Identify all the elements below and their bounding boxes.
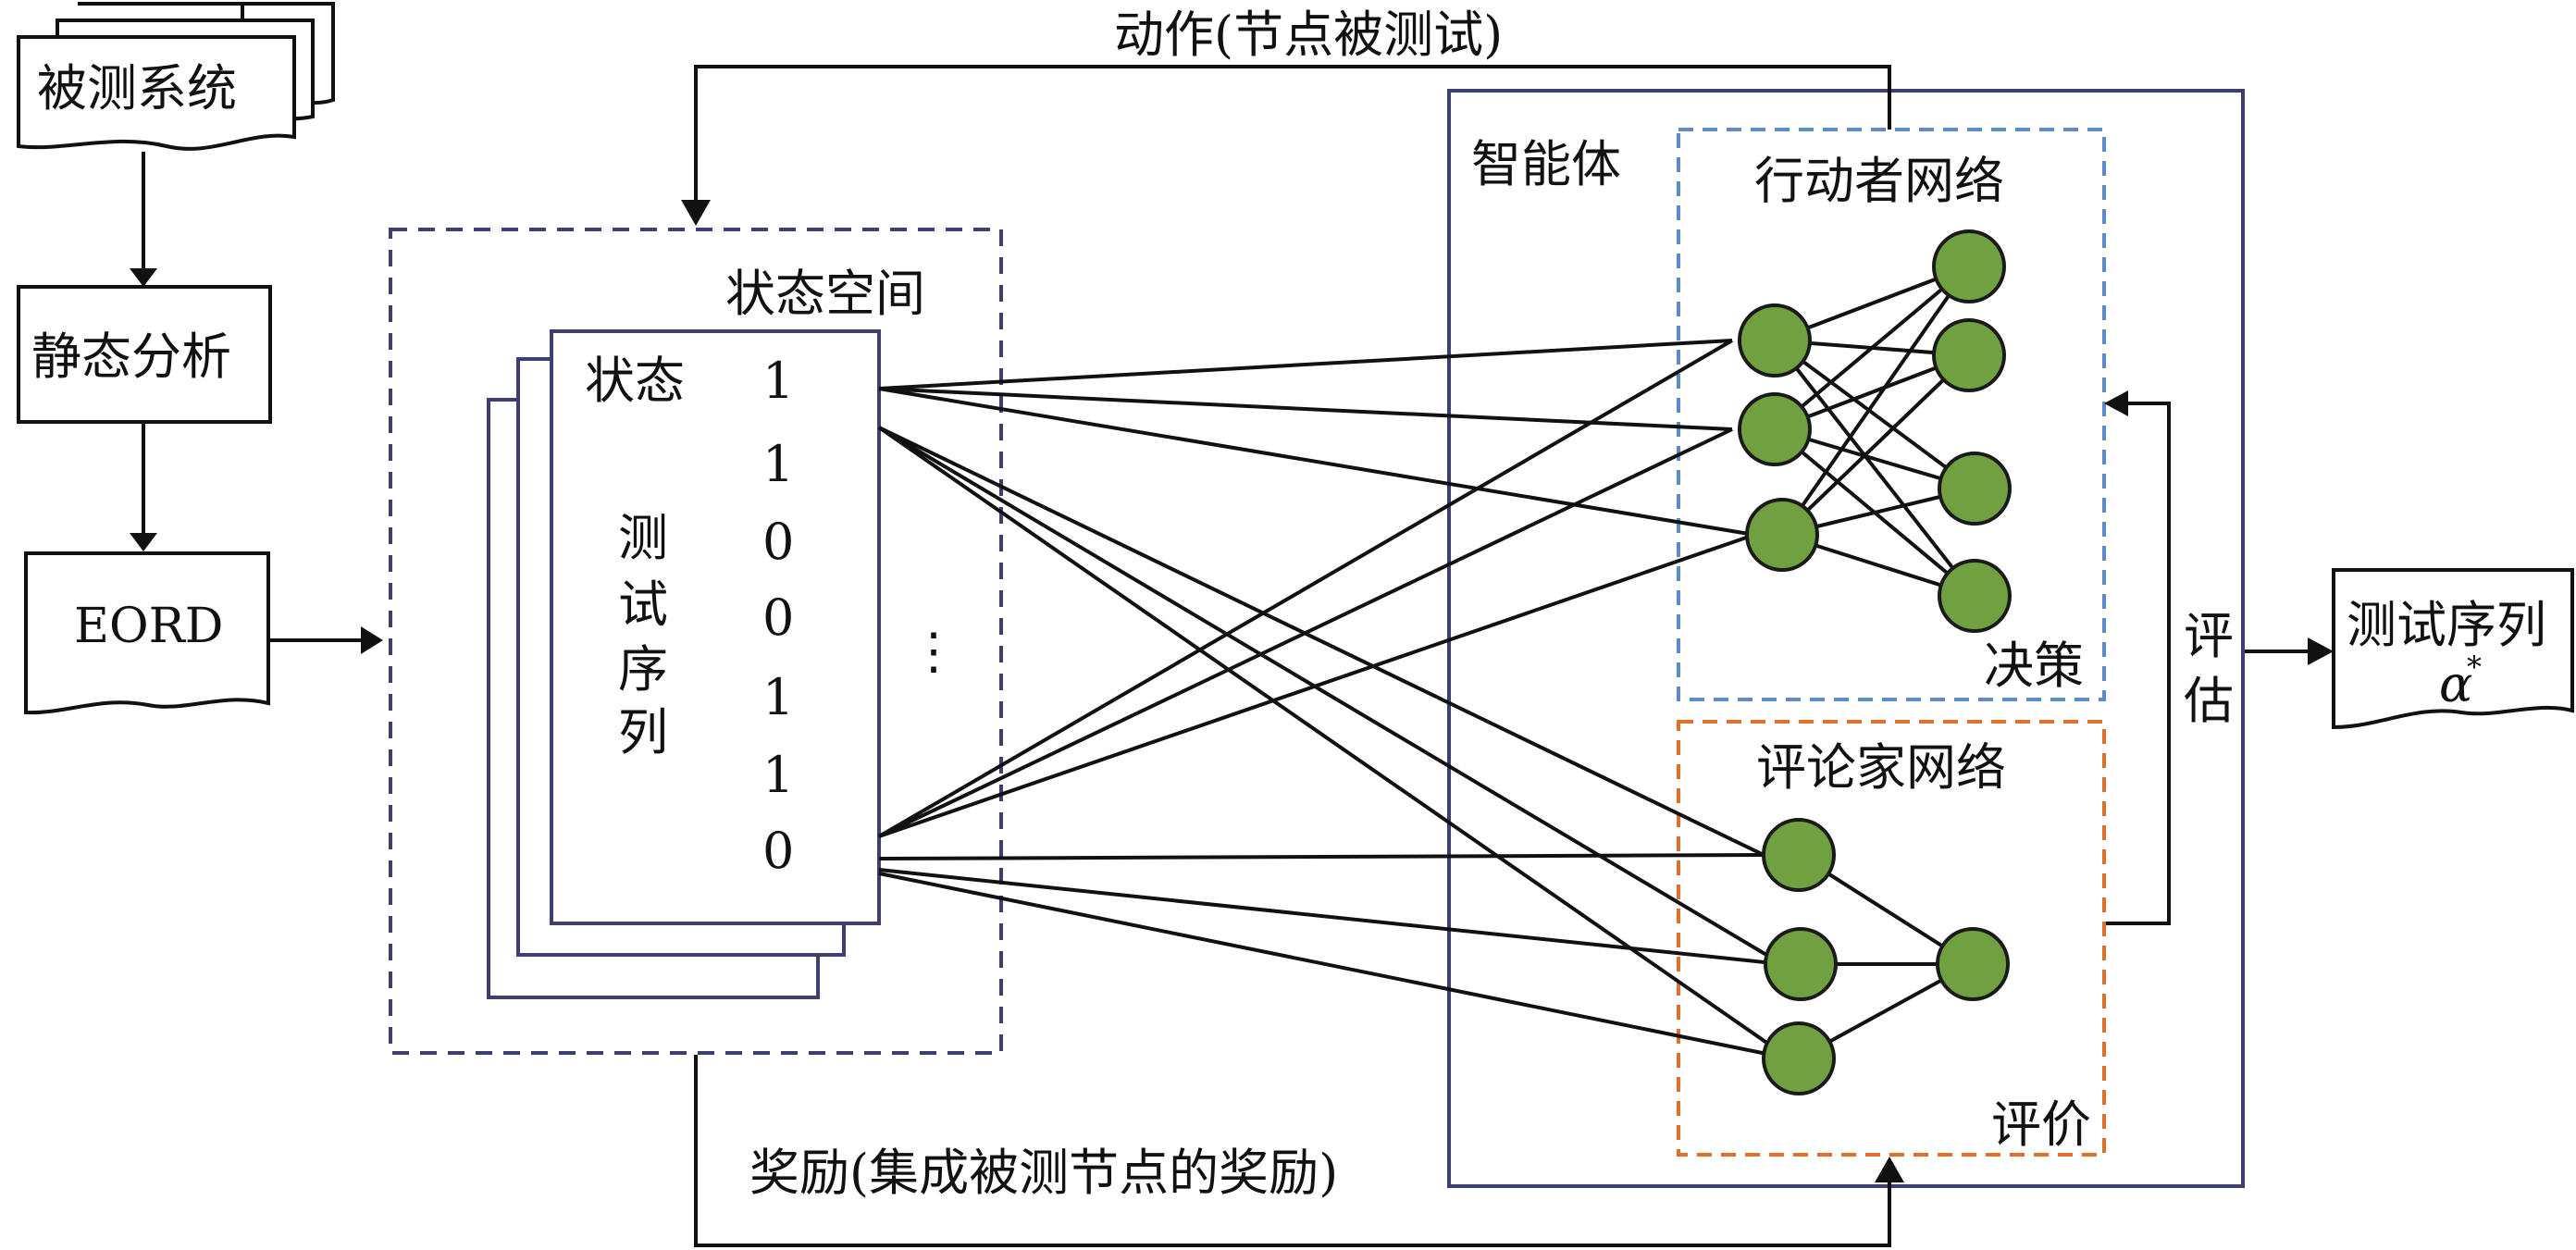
actor-output-node <box>1938 559 2012 633</box>
reward-label: 奖励(集成被测节点的奖励) <box>749 1144 1338 1202</box>
agent-border <box>1447 89 2245 1188</box>
svg-text:0: 0 <box>762 822 794 880</box>
arrow-analysis-to-eord <box>130 424 157 551</box>
state-space-title: 状态空间 <box>725 265 925 323</box>
critic-input-node <box>1762 1021 1836 1095</box>
evaluate-label: 评 估 <box>2184 607 2234 730</box>
svg-text:评: 评 <box>2184 607 2234 665</box>
test-sequence-label: 测 试 序 列 <box>618 509 668 761</box>
eord-label: EORD <box>74 599 223 654</box>
actor-caption: 决策 <box>1984 637 2084 695</box>
output-label: 测试序列 <box>2347 596 2546 654</box>
output-symbol: α <box>2439 655 2472 713</box>
reward-arrow <box>694 1055 1904 1247</box>
svg-text:序: 序 <box>618 640 668 699</box>
arrow-system-to-analysis <box>130 152 157 287</box>
output-superscript: * <box>2467 650 2482 685</box>
svg-text:0: 0 <box>762 513 794 571</box>
output-arrow <box>2245 637 2334 665</box>
state-space-border <box>389 228 1003 1055</box>
svg-text:试: 试 <box>618 575 668 634</box>
actor-output-node <box>1938 452 2012 526</box>
evaluate-arrow <box>2104 390 2171 925</box>
agent-title: 智能体 <box>1471 135 1621 193</box>
svg-text:测: 测 <box>618 509 668 567</box>
critic-input-node <box>1762 818 1836 892</box>
svg-text:1: 1 <box>762 746 794 804</box>
svg-text:1: 1 <box>762 435 794 493</box>
state-ellipsis: ⋮ <box>909 622 959 680</box>
critic-output-node <box>1936 927 2010 1001</box>
svg-text:1: 1 <box>762 352 794 410</box>
critic-title: 评论家网络 <box>1756 738 2006 797</box>
critic-nodes <box>1762 818 2010 1095</box>
actor-title: 行动者网络 <box>1754 152 2004 210</box>
actor-output-node <box>1932 229 2006 303</box>
actor-nodes <box>1738 229 2012 633</box>
state-card-front <box>550 329 881 925</box>
state-label: 状态 <box>585 352 685 410</box>
static-analysis-box: 静态分析 <box>17 285 272 424</box>
actor-input-node <box>1738 303 1812 377</box>
actor-input-node <box>1745 498 1819 572</box>
svg-text:0: 0 <box>762 588 794 647</box>
output-doc: 测试序列 α * <box>2332 568 2574 730</box>
static-analysis-label: 静态分析 <box>31 328 231 386</box>
state-values: 1 1 0 0 1 1 0 <box>762 352 794 880</box>
svg-text:列: 列 <box>618 703 668 761</box>
critic-network-border <box>1677 720 2106 1157</box>
state-to-network-edges <box>877 339 1791 1060</box>
arrow-eord-to-state-space <box>270 626 383 654</box>
actor-network-border <box>1677 128 2106 701</box>
system-under-test-doc: 被测系统 <box>17 2 335 151</box>
svg-text:1: 1 <box>762 668 794 726</box>
actor-output-node <box>1932 318 2006 392</box>
actor-input-node <box>1738 392 1812 466</box>
system-label: 被测系统 <box>37 59 237 118</box>
eord-doc: EORD <box>24 551 270 715</box>
action-label: 动作(节点被测试) <box>1114 6 1503 64</box>
svg-text:估: 估 <box>2184 672 2234 730</box>
critic-input-node <box>1764 927 1838 1001</box>
action-arrow <box>681 65 1891 226</box>
critic-caption: 评价 <box>1991 1095 2091 1154</box>
